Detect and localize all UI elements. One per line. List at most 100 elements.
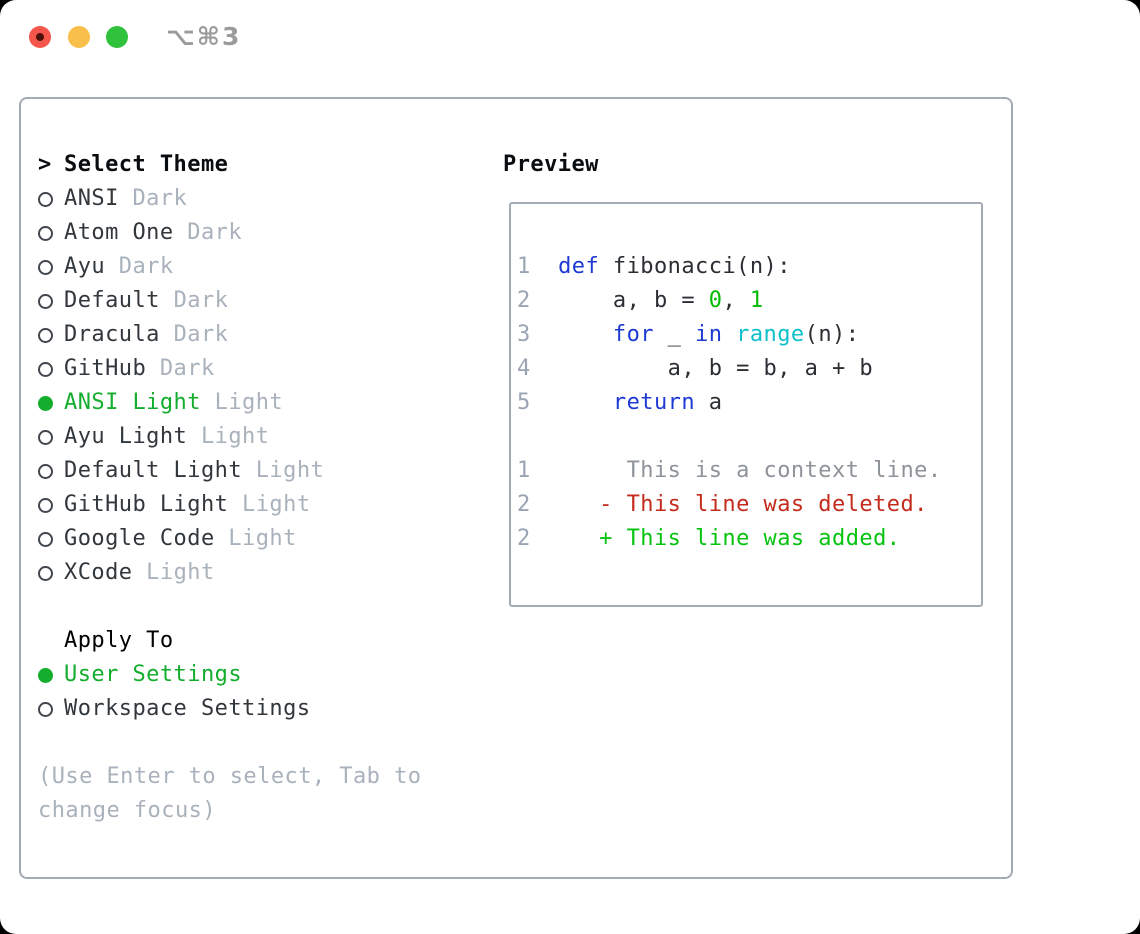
radio-icon <box>38 225 64 241</box>
radio-icon <box>38 497 64 513</box>
line-number: 2 <box>517 526 531 551</box>
option-label: Dracula <box>64 322 160 347</box>
code-blank-line <box>517 420 942 454</box>
option-tag: Dark <box>105 254 174 279</box>
theme-option[interactable]: ANSI Light Light <box>38 386 478 420</box>
option-label: Workspace Settings <box>64 696 311 721</box>
theme-option[interactable]: Dracula Dark <box>38 318 478 352</box>
theme-option[interactable]: GitHub Dark <box>38 352 478 386</box>
option-tag: Dark <box>146 356 215 381</box>
code-token <box>722 322 736 347</box>
radio-icon <box>38 293 64 309</box>
code-blank-line <box>517 216 942 250</box>
close-dot-icon <box>36 33 44 41</box>
radio-selected-icon <box>38 395 64 411</box>
code-token: for <box>612 322 654 347</box>
line-number: 3 <box>517 322 559 347</box>
option-label: User Settings <box>64 662 243 687</box>
section-gap <box>38 590 478 624</box>
diff-line: 2 + This line was added. <box>517 522 942 556</box>
preview-title: Preview <box>503 152 599 177</box>
code-token <box>558 390 613 415</box>
diff-line: 2 - This line was deleted. <box>517 488 942 522</box>
code-line: 1 def fibonacci(n): <box>517 250 942 284</box>
radio-icon <box>38 191 64 207</box>
theme-option[interactable]: Atom One Dark <box>38 216 478 250</box>
option-tag: Dark <box>159 322 229 347</box>
option-tag: Dark <box>173 220 243 245</box>
code-token: def <box>558 254 600 279</box>
radio-icon <box>38 531 64 547</box>
diff-text: This is a context line. <box>530 458 942 483</box>
line-number: 4 <box>517 356 559 381</box>
option-label: GitHub Light <box>64 492 229 517</box>
code-token: return <box>612 390 696 415</box>
diff-line: 1 This is a context line. <box>517 454 942 488</box>
apply-to-option[interactable]: Workspace Settings <box>38 692 478 726</box>
code-token: range <box>736 322 805 347</box>
option-label: ANSI Light <box>64 390 201 415</box>
theme-option[interactable]: XCode Light <box>38 556 478 590</box>
theme-option[interactable]: Ayu Light Light <box>38 420 478 454</box>
option-label: Ayu Light <box>64 424 188 449</box>
radio-icon <box>38 259 64 275</box>
apply-to-option[interactable]: User Settings <box>38 658 478 692</box>
theme-option[interactable]: GitHub Light Light <box>38 488 478 522</box>
line-number: 5 <box>517 390 559 415</box>
zoom-button[interactable] <box>106 26 128 48</box>
code-token: fibonacci(n): <box>599 254 791 279</box>
line-number: 1 <box>517 458 531 483</box>
line-number: 2 <box>517 288 559 313</box>
option-label: Default <box>64 288 160 313</box>
code-token: in <box>695 322 723 347</box>
code-token: , <box>722 288 750 313</box>
code-line: 5 return a <box>517 386 942 420</box>
code-line: 4 a, b = b, a + b <box>517 352 942 386</box>
code-token: a, b = <box>558 288 709 313</box>
radio-icon <box>38 565 64 581</box>
diff-text: - This line was deleted. <box>530 492 928 517</box>
code-token: 1 <box>749 288 764 313</box>
theme-option[interactable]: Default Light Light <box>38 454 478 488</box>
theme-option[interactable]: Default Dark <box>38 284 478 318</box>
line-number: 2 <box>517 492 531 517</box>
close-button[interactable] <box>29 26 51 48</box>
option-tag: Dark <box>159 288 229 313</box>
code-token: 0 <box>708 288 723 313</box>
option-label: XCode <box>64 560 133 585</box>
diff-text: + This line was added. <box>530 526 901 551</box>
option-label: GitHub <box>64 356 147 381</box>
option-label: Ayu <box>64 254 106 279</box>
option-tag: Light <box>214 526 297 551</box>
prompt-icon: > <box>38 152 52 177</box>
option-tag: Light <box>132 560 215 585</box>
option-label: ANSI <box>64 186 119 211</box>
option-label: Google Code <box>64 526 215 551</box>
theme-option[interactable]: Ayu Dark <box>38 250 478 284</box>
option-tag: Light <box>200 390 284 415</box>
code-line: 3 for _ in range(n): <box>517 318 942 352</box>
radio-icon <box>38 327 64 343</box>
apply-to-title: Apply To <box>64 628 174 653</box>
option-tag: Light <box>242 458 325 483</box>
option-tag: Dark <box>118 186 188 211</box>
code-token <box>558 322 613 347</box>
code-token: a, b = b, a + b <box>558 356 874 381</box>
option-tag: Light <box>228 492 311 517</box>
window-hotkey-label: ⌥⌘3 <box>166 22 242 51</box>
code-line: 2 a, b = 0, 1 <box>517 284 942 318</box>
option-tag: Light <box>187 424 270 449</box>
minimize-button[interactable] <box>68 26 90 48</box>
line-number: 1 <box>517 254 559 279</box>
radio-icon <box>38 429 64 445</box>
option-label: Atom One <box>64 220 174 245</box>
titlebar: ⌥⌘3 <box>0 0 1140 74</box>
code-blank-line <box>517 556 942 590</box>
code-token: (n): <box>804 322 860 347</box>
theme-option[interactable]: Google Code Light <box>38 522 478 556</box>
theme-option[interactable]: ANSI Dark <box>38 182 478 216</box>
